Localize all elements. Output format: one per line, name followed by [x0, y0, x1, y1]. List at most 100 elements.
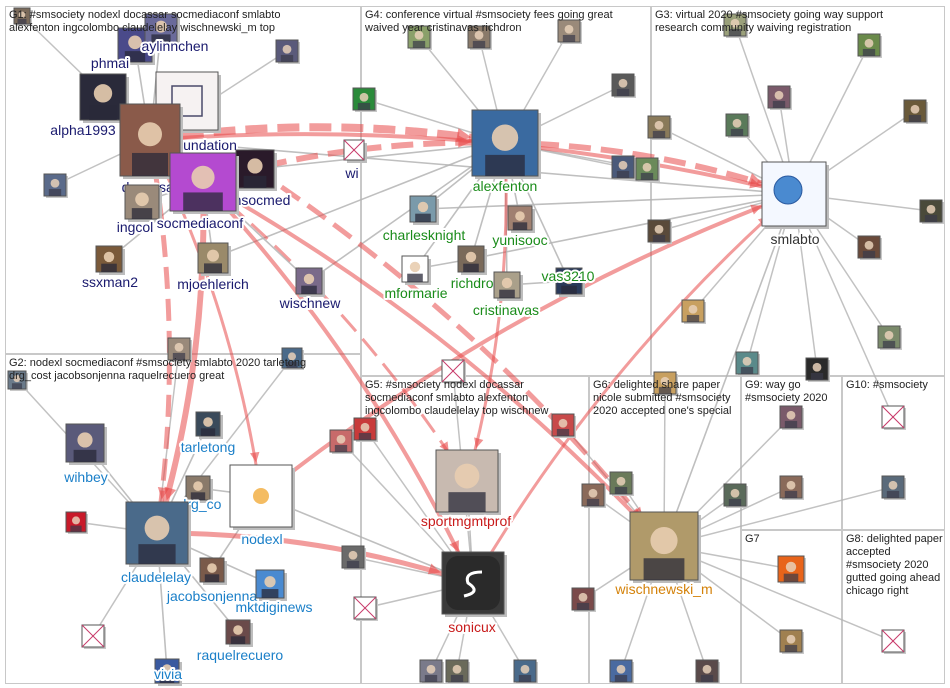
avatar-body-icon: [159, 675, 175, 683]
node-avatar-small[interactable]: [81, 624, 106, 649]
node-avatar-small[interactable]: [919, 199, 944, 224]
node-avatar-small[interactable]: [581, 483, 606, 508]
avatar-body-icon: [882, 340, 896, 348]
avatar-face-icon: [732, 118, 742, 128]
node-avatar-small[interactable]: [635, 157, 660, 182]
node-avatar-small[interactable]: [329, 429, 354, 454]
node-avatar-small[interactable]: [419, 659, 444, 684]
avatar-body-icon: [616, 88, 630, 96]
node-avatar-small[interactable]: [779, 475, 804, 500]
node-avatar-small[interactable]: [352, 87, 377, 112]
node-avatar-small[interactable]: [777, 555, 806, 584]
node-avatar-small[interactable]: [647, 219, 672, 244]
broken-image-icon: [881, 405, 905, 429]
node-avatar-small[interactable]: [609, 471, 634, 496]
node-avatar-small[interactable]: [281, 347, 304, 370]
node-avatar-small[interactable]: [725, 113, 750, 138]
node-avatar-small[interactable]: [857, 235, 882, 260]
avatar-body-icon: [357, 102, 371, 110]
node-avatar-small[interactable]: [275, 39, 300, 64]
node-avatar-small[interactable]: [513, 659, 538, 684]
avatar-body-icon: [862, 48, 876, 56]
node-avatar-small[interactable]: [341, 545, 366, 570]
node-avatar-small[interactable]: [695, 659, 720, 684]
node-avatar-small[interactable]: [653, 371, 678, 396]
node-avatar-small[interactable]: [407, 25, 432, 50]
avatar-body-icon: [17, 18, 27, 24]
avatar-body-icon: [783, 573, 799, 582]
node-avatar-small[interactable]: [445, 659, 470, 684]
avatar-face-icon: [452, 664, 462, 674]
node-avatar-small[interactable]: [441, 359, 466, 384]
node-avatar-small[interactable]: [65, 511, 88, 534]
node-avatar-small[interactable]: [767, 85, 792, 110]
node-avatar-small[interactable]: [551, 413, 576, 438]
node-avatar-small[interactable]: [557, 19, 582, 44]
node-avatar-small[interactable]: [877, 325, 902, 350]
node-avatar-small[interactable]: [779, 405, 804, 430]
node-avatar-small[interactable]: [735, 351, 760, 376]
node-avatar-small[interactable]: [609, 659, 634, 684]
node-avatar-small[interactable]: [681, 299, 706, 324]
avatar-body-icon: [89, 105, 117, 120]
node-avatar-small[interactable]: [167, 337, 192, 362]
avatar-body-icon: [784, 490, 798, 498]
node-avatar-small[interactable]: [857, 33, 882, 58]
node-avatar-small[interactable]: [903, 99, 928, 124]
node-avatar-small[interactable]: [353, 417, 378, 442]
group-box-g10: [842, 376, 945, 530]
node-avatar-small[interactable]: [7, 370, 28, 391]
node-avatar-small[interactable]: [881, 475, 906, 500]
avatar-body-icon: [424, 674, 438, 682]
node-avatar-small[interactable]: [779, 629, 804, 654]
node-avatar-small[interactable]: [881, 405, 906, 430]
edge-gray: [254, 142, 506, 170]
node-avatar-small[interactable]: [571, 587, 596, 612]
node-avatar-small[interactable]: [723, 483, 748, 508]
node-avatar-small[interactable]: [611, 73, 636, 98]
node-label-halo: claudelelay: [121, 569, 191, 585]
node-avatar-small[interactable]: [647, 115, 672, 140]
node-avatar-small[interactable]: [611, 155, 636, 180]
avatar-face-icon: [247, 158, 263, 174]
edge-arrowhead: [750, 204, 763, 215]
node-avatar-small[interactable]: [13, 7, 32, 26]
group-box-g8: [842, 530, 945, 684]
node-avatar-small[interactable]: [881, 629, 906, 654]
avatar-face-icon: [454, 463, 480, 489]
node-avatar-small[interactable]: [723, 13, 748, 38]
avatar-face-icon: [491, 124, 519, 151]
node-avatar-small[interactable]: [805, 357, 830, 382]
node-avatar-small[interactable]: [43, 173, 68, 198]
node-avatar-small[interactable]: [467, 25, 492, 50]
node-avatar-small[interactable]: [353, 596, 378, 621]
